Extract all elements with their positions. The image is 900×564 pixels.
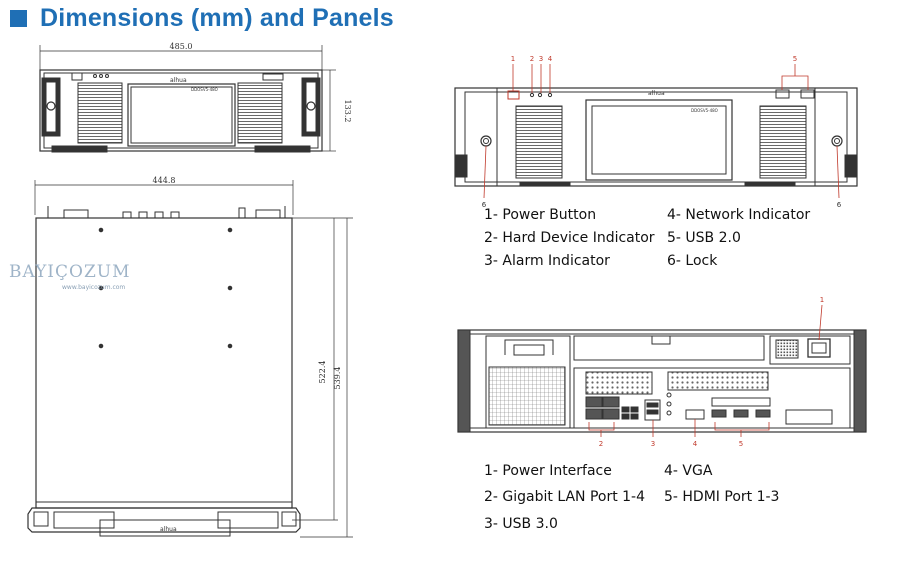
rear-callout-4: 4: [693, 440, 698, 448]
watermark-url: www.bayicozum.com: [62, 284, 126, 291]
front-legend-item: 6- Lock: [667, 253, 718, 269]
rear-legend-item: 4- VGA: [664, 463, 713, 479]
section-header: Dimensions (mm) and Panels: [10, 4, 394, 32]
front-callout-5: 5: [793, 55, 797, 63]
top-depth-inner-label: 522.4: [318, 361, 327, 384]
front-legend-item: 5- USB 2.0: [667, 230, 741, 246]
page-title: Dimensions (mm) and Panels: [40, 3, 394, 32]
svg-text:DDOSV5-48O: DDOSV5-48O: [691, 108, 718, 113]
watermark-logo: BAYIÇOZUM: [9, 262, 131, 282]
top-view-drawing: alhua: [27, 180, 353, 538]
svg-text:alhua: alhua: [160, 526, 177, 533]
svg-text:DDOSV5-48O: DDOSV5-48O: [191, 87, 218, 92]
front-legend-item: 1- Power Button: [484, 207, 597, 223]
rear-legend-item: 3- USB 3.0: [484, 516, 558, 532]
front-callout-3: 3: [539, 55, 543, 63]
front-callout-4: 4: [548, 55, 553, 63]
front-panel-drawing: alhua DDOSV5-48O: [454, 87, 858, 187]
rear-callout-1: 1: [820, 296, 824, 304]
front-callout-6-right: 6: [837, 201, 842, 209]
top-depth-outer-label: 539.4: [333, 367, 342, 390]
front-width-label: 485.0: [170, 42, 193, 51]
rear-legend-item: 2- Gigabit LAN Port 1-4: [484, 489, 646, 505]
front-callout-1: 1: [511, 55, 515, 63]
front-height-label: 133.2: [343, 100, 352, 123]
front-view-drawing: alhua DDOSV5-48O: [39, 45, 336, 153]
svg-text:alhua: alhua: [648, 90, 665, 97]
svg-text:alhua: alhua: [170, 77, 187, 84]
rear-callout-2: 2: [599, 440, 603, 448]
rear-callout-5: 5: [739, 440, 743, 448]
rear-callout-3: 3: [651, 440, 655, 448]
header-square-icon: [10, 9, 27, 27]
rear-panel-drawing: [457, 329, 867, 433]
front-legend-item: 3- Alarm Indicator: [484, 253, 610, 269]
front-legend-item: 4- Network Indicator: [667, 207, 811, 223]
rear-legend-item: 1- Power Interface: [484, 463, 612, 479]
front-callout-2: 2: [530, 55, 534, 63]
front-callout-6-left: 6: [482, 201, 487, 209]
top-width-label: 444.8: [153, 176, 176, 185]
rear-legend-item: 5- HDMI Port 1-3: [664, 489, 780, 505]
rear-callout-leaders: [588, 304, 823, 437]
front-legend-item: 2- Hard Device Indicator: [484, 230, 655, 246]
front-callout-leaders: [483, 64, 840, 199]
